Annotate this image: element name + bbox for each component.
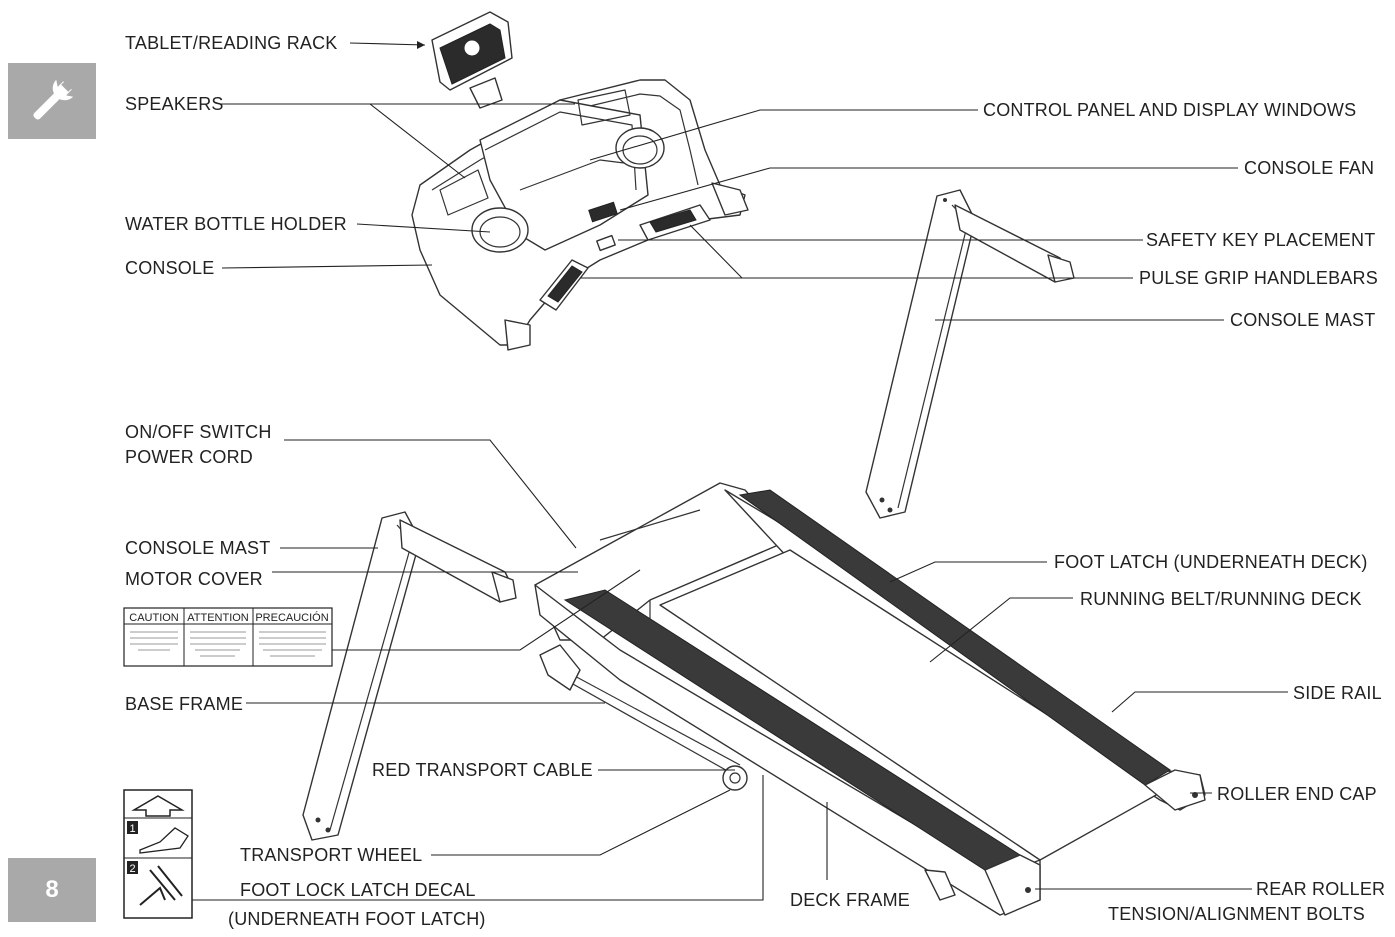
- label-console-fan: CONSOLE FAN: [1244, 158, 1374, 178]
- label-pulse-grip: PULSE GRIP HANDLEBARS: [1139, 268, 1378, 288]
- label-control-panel: CONTROL PANEL AND DISPLAY WINDOWS: [983, 100, 1356, 120]
- label-foot-lock-decal: FOOT LOCK LATCH DECAL: [240, 880, 476, 900]
- label-rear-roller: REAR ROLLER: [1256, 879, 1385, 899]
- treadmill-base-illustration: [534, 482, 1206, 916]
- label-side-rail: SIDE RAIL: [1293, 683, 1382, 703]
- tablet-rack-illustration: [431, 11, 513, 109]
- label-roller-cap: ROLLER END CAP: [1217, 784, 1377, 804]
- caution-decal: CAUTION ATTENTION PRECAUCIÓN: [123, 607, 333, 667]
- console-mast-left-illustration: [302, 511, 517, 841]
- foot-lock-decal: 1 2: [123, 789, 193, 919]
- label-foot-lock-decal-sub: (UNDERNEATH FOOT LATCH): [228, 909, 486, 929]
- label-tablet-rack: TABLET/READING RACK: [125, 33, 338, 53]
- caution-header: CAUTION: [129, 612, 179, 624]
- page-number-tab: 8: [8, 858, 96, 922]
- label-transport-wheel: TRANSPORT WHEEL: [240, 845, 422, 865]
- label-console-mast-right: CONSOLE MAST: [1230, 310, 1375, 330]
- label-speakers: SPEAKERS: [125, 94, 224, 114]
- section-tab-maintenance: [8, 63, 96, 139]
- leader-lines: [192, 41, 1288, 901]
- console-illustration: [411, 79, 749, 351]
- page-number: 8: [45, 876, 59, 903]
- label-running-belt: RUNNING BELT/RUNNING DECK: [1080, 589, 1362, 609]
- label-deck-frame: DECK FRAME: [790, 890, 910, 910]
- label-console: CONSOLE: [125, 258, 214, 278]
- label-onoff-switch: ON/OFF SWITCH: [125, 422, 272, 442]
- console-mast-right-illustration: [865, 189, 1075, 519]
- label-rear-roller-sub: TENSION/ALIGNMENT BOLTS: [1108, 904, 1365, 924]
- label-motor-cover: MOTOR COVER: [125, 569, 263, 589]
- label-foot-latch: FOOT LATCH (UNDERNEATH DECK): [1054, 552, 1368, 572]
- label-red-cable: RED TRANSPORT CABLE: [372, 760, 593, 780]
- precaucion-header: PRECAUCIÓN: [255, 611, 328, 624]
- part-labels: TABLET/READING RACK SPEAKERS CONTROL PAN…: [125, 33, 1385, 929]
- label-power-cord: POWER CORD: [125, 447, 253, 467]
- up-arrow-icon: [131, 795, 185, 817]
- step-2-number: 2: [129, 863, 135, 875]
- label-console-mast-left: CONSOLE MAST: [125, 538, 270, 558]
- label-safety-key: SAFETY KEY PLACEMENT: [1146, 230, 1375, 250]
- step-1-number: 1: [129, 823, 135, 835]
- label-water-bottle: WATER BOTTLE HOLDER: [125, 214, 347, 234]
- wrench-icon: [33, 76, 77, 120]
- attention-header: ATTENTION: [187, 612, 249, 624]
- label-base-frame: BASE FRAME: [125, 694, 243, 714]
